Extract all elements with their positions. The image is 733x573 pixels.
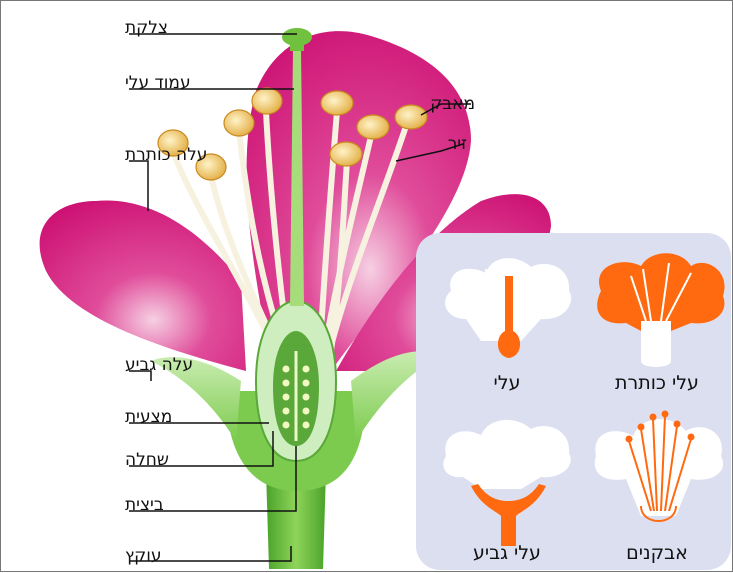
label-stigma: צלקת [125, 18, 168, 38]
label-stem: עוקץ [125, 546, 162, 566]
label-ovary: מצעית [125, 407, 172, 427]
petal-left [40, 201, 246, 371]
ovule [303, 366, 310, 373]
caption-corolla: עלי כותרת [615, 372, 699, 394]
label-filament: זיר [448, 134, 467, 154]
label-receptacle: ביצית [125, 495, 164, 515]
stigma-base [290, 37, 304, 51]
caption-stamens: אבקנים [626, 542, 688, 564]
anther [321, 91, 353, 115]
ovule [303, 408, 310, 415]
corolla-inner [641, 321, 671, 367]
ovule [303, 394, 310, 401]
ovule [303, 380, 310, 387]
label-sepal: עלה גביע [125, 355, 193, 375]
anther [357, 115, 389, 139]
ovule [303, 422, 310, 429]
anther [395, 105, 427, 129]
caption-calyx: עלי גביע [473, 542, 541, 564]
ovule [283, 422, 290, 429]
label-petal: עלה כותרת [125, 145, 207, 165]
ovule [283, 394, 290, 401]
ovule [283, 366, 290, 373]
label-anther: מאבק [430, 94, 475, 114]
label-style: עמוד עלי [125, 73, 191, 93]
ovule [283, 380, 290, 387]
anther [252, 88, 282, 114]
anther [224, 110, 254, 136]
caption-pistil: עלי [494, 372, 521, 394]
anther [330, 142, 362, 166]
parts-inset: עלי עלי כותרת עלי גביע [416, 233, 731, 570]
label-ovule: שחלה [125, 450, 169, 470]
ovule [283, 408, 290, 415]
